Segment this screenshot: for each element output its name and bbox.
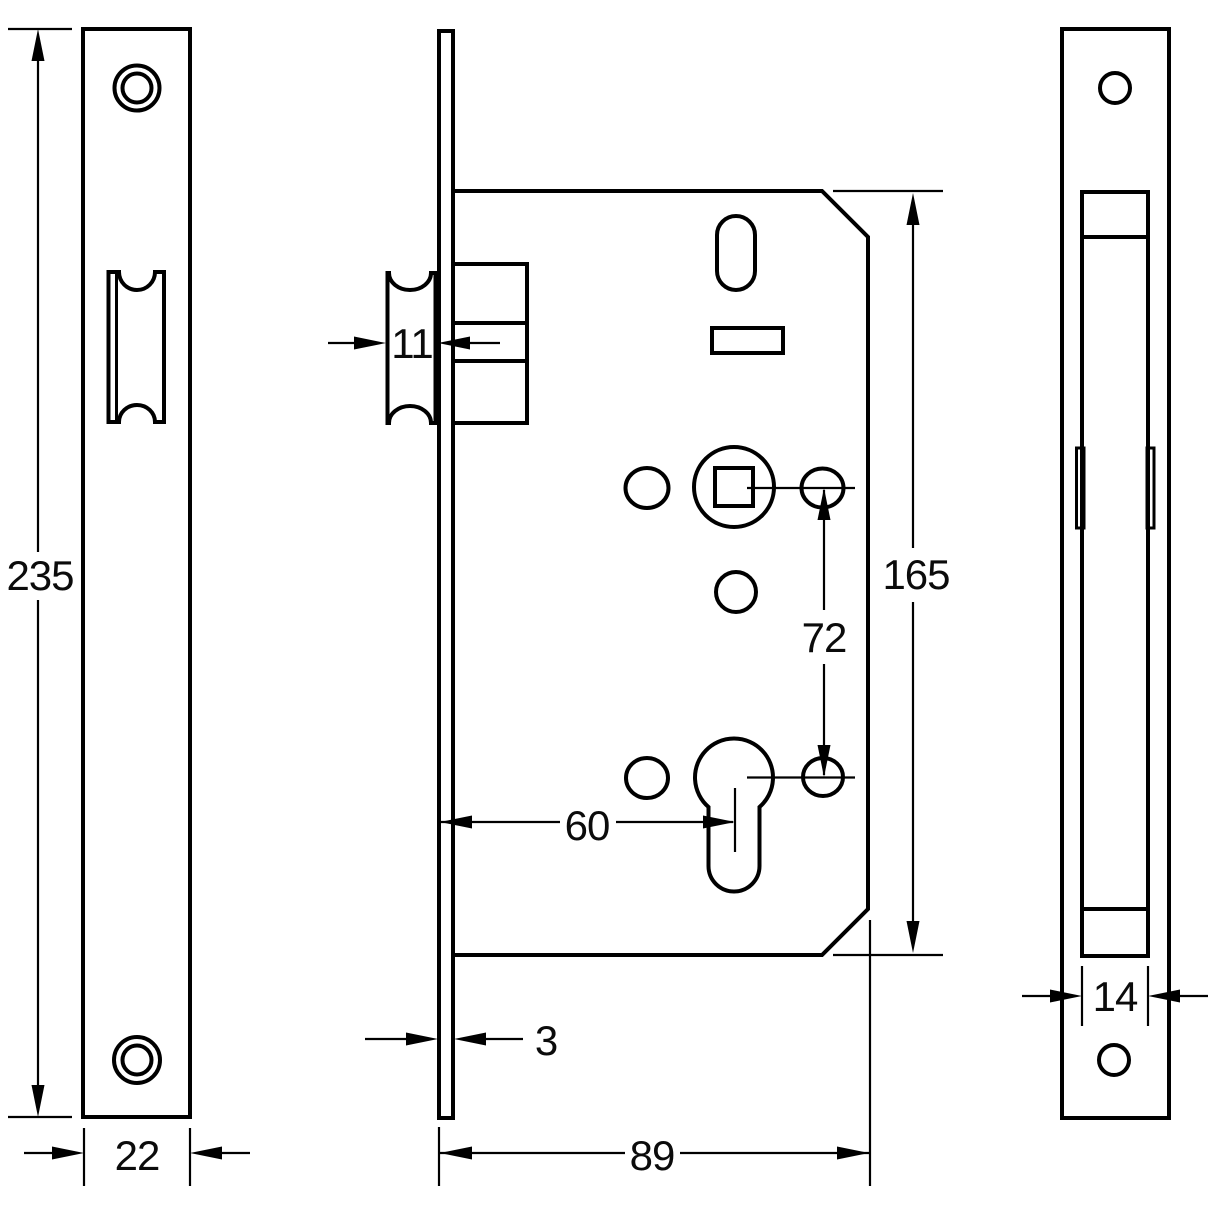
arrowhead-down: [906, 921, 920, 953]
arrowhead-left: [1148, 989, 1180, 1003]
arrowhead-left: [454, 1032, 486, 1046]
dim-faceplate-thickness-label: 3: [535, 1017, 557, 1064]
arrowhead-right: [1050, 989, 1082, 1003]
arrowhead-left: [440, 1146, 472, 1160]
dimension-case-depth: 89: [437, 920, 872, 1186]
arrowhead-down: [31, 1085, 45, 1117]
arrowhead-right: [837, 1146, 869, 1160]
front-view-faceplate: [81, 27, 192, 1119]
faceplate-edge: [437, 29, 455, 1120]
fixing-hole-lower-left: [624, 756, 670, 800]
arrowhead-left: [438, 336, 470, 350]
side-view-lock-case: [385, 29, 870, 1120]
edge-view: [1060, 27, 1171, 1120]
arrowhead-left: [190, 1146, 222, 1160]
case-outline: [453, 189, 870, 957]
dimension-faceplate-width: 22: [24, 1128, 250, 1186]
dim-case-width-label: 14: [1093, 973, 1138, 1020]
small-hole-centre: [714, 570, 758, 614]
dimension-faceplate-thickness: 3: [365, 1017, 558, 1064]
arrowhead-left: [440, 815, 472, 829]
edge-faceplate-outline: [1060, 27, 1171, 1120]
arrowhead-down: [817, 745, 831, 777]
faceplate-outline: [81, 27, 192, 1119]
arrowhead-up: [817, 488, 831, 520]
edge-case-outline: [1080, 190, 1150, 958]
screw-hole-bottom-outer: [112, 1035, 162, 1085]
dim-centres-label: 72: [802, 614, 847, 661]
edge-screw-hole-bottom: [1097, 1043, 1131, 1077]
arrowhead-right: [354, 336, 386, 350]
arrowhead-up: [906, 193, 920, 225]
arrowhead-right: [703, 815, 735, 829]
dim-faceplate-width-label: 22: [115, 1132, 160, 1179]
edge-side-tab-left: [1075, 446, 1086, 530]
dimension-case-width: 14: [1022, 966, 1208, 1026]
dim-latch-projection-label: 11: [391, 320, 433, 367]
dim-case-height-label: 165: [882, 551, 949, 598]
handle-fixing-hole-upper-left: [623, 466, 671, 510]
arrowhead-right: [52, 1146, 84, 1160]
stop-slot: [710, 326, 785, 355]
latchbolt-cutout: [106, 270, 166, 424]
screw-hole-bottom-inner: [120, 1043, 154, 1077]
dimension-centres: 72: [802, 488, 847, 777]
dimension-latch-projection: 11: [328, 320, 500, 367]
top-slot: [715, 214, 757, 292]
arrowhead-right: [406, 1032, 438, 1046]
edge-side-tab-right: [1145, 446, 1156, 530]
screw-hole-top-inner: [120, 71, 154, 105]
latchbolt-head: [385, 271, 438, 425]
dim-faceplate-height-label: 235: [6, 552, 73, 599]
arrowhead-up: [31, 29, 45, 61]
screw-hole-top-outer: [112, 63, 162, 113]
edge-screw-hole-top: [1098, 71, 1132, 105]
dimension-backset: 60: [440, 802, 735, 849]
dim-case-depth-label: 89: [630, 1132, 675, 1179]
dim-backset-label: 60: [565, 802, 610, 849]
dimension-case-height: 165: [833, 189, 951, 957]
dimension-faceplate-height: 235: [6, 27, 75, 1119]
